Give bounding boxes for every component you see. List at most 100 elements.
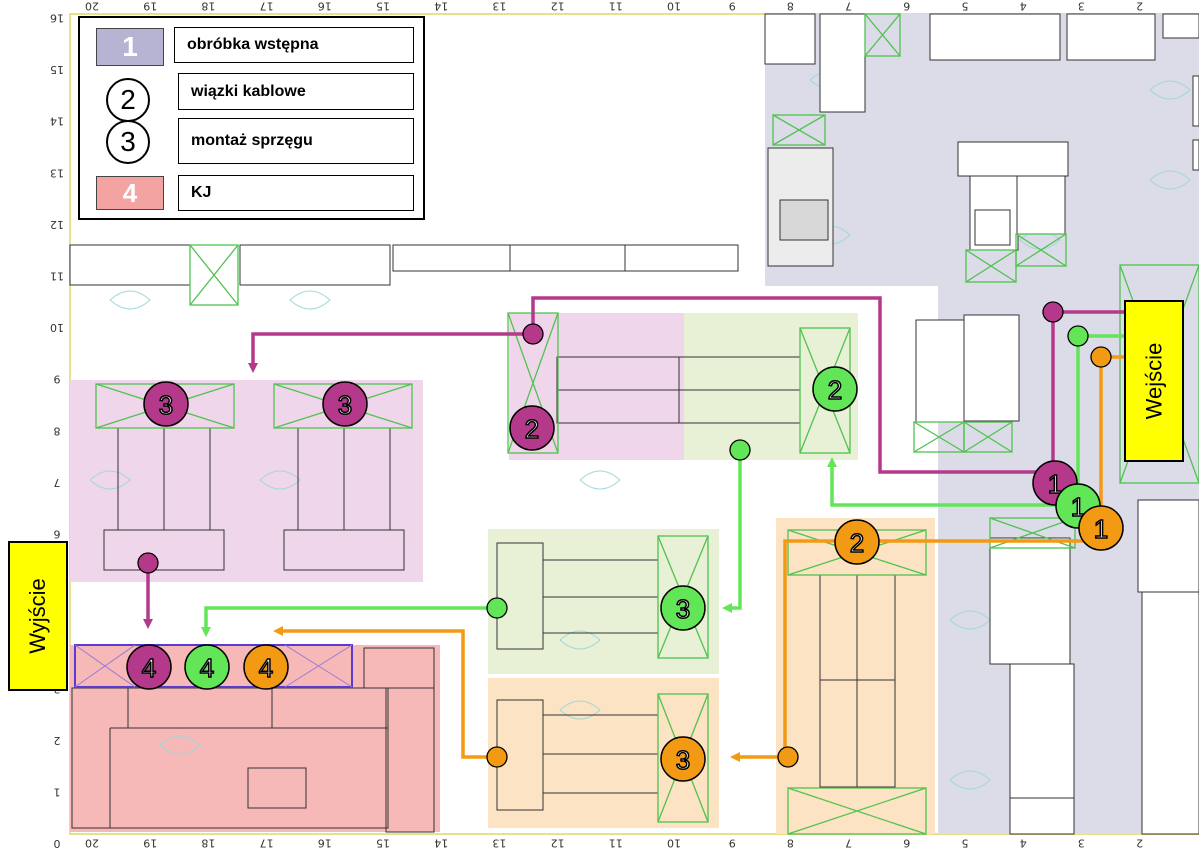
station-2-orange: 2 — [834, 519, 880, 565]
svg-text:3: 3 — [676, 594, 690, 624]
svg-text:1: 1 — [1071, 492, 1085, 522]
legend-num-1: 1 — [122, 31, 138, 62]
legend-swatch-4: 4 — [96, 176, 164, 210]
svg-text:1: 1 — [1048, 469, 1062, 499]
station-4-green: 4 — [184, 644, 230, 690]
top-tick-16: 16 — [318, 0, 332, 13]
dot-green-coupler — [486, 597, 508, 619]
exit-label: Wyjście — [25, 578, 50, 654]
station-3-orange: 3 — [660, 736, 706, 782]
bottom-tick-13: 13 — [492, 837, 506, 850]
flow-orange — [273, 355, 1125, 762]
top-tick-20: 20 — [85, 0, 99, 13]
left-tick-16: 16 — [50, 12, 64, 25]
bottom-tick-15: 15 — [376, 837, 390, 850]
top-tick-9: 9 — [729, 0, 736, 13]
legend-label-2: wiązki kablowe — [178, 73, 414, 110]
bottom-tick-3: 3 — [1078, 837, 1085, 850]
top-tick-13: 13 — [492, 0, 506, 13]
bottom-tick-10: 10 — [667, 837, 681, 850]
bottom-tick-16: 16 — [318, 837, 332, 850]
top-tick-14: 14 — [434, 0, 448, 13]
top-tick-12: 12 — [551, 0, 565, 13]
entrance-label: Wejście — [1141, 342, 1166, 420]
left-tick-1: 1 — [54, 786, 61, 799]
left-tick-2: 2 — [54, 734, 61, 747]
dot-orange-coupler — [486, 746, 508, 768]
bottom-tick-5: 5 — [962, 837, 969, 850]
top-tick-4: 4 — [1020, 0, 1027, 13]
top-tick-2: 2 — [1136, 0, 1143, 13]
svg-text:2: 2 — [525, 414, 539, 444]
top-tick-5: 5 — [962, 0, 969, 13]
entrance-sign: Wejście — [1124, 300, 1184, 462]
bottom-tick-18: 18 — [201, 837, 215, 850]
svg-text:3: 3 — [676, 745, 690, 775]
bottom-tick-12: 12 — [551, 837, 565, 850]
exit-sign: Wyjście — [8, 541, 68, 691]
svg-text:3: 3 — [159, 390, 173, 420]
station-3-green: 3 — [660, 585, 706, 631]
legend-num-3: 3 — [120, 126, 136, 157]
station-4-orange: 4 — [243, 644, 289, 690]
svg-text:1: 1 — [1094, 514, 1108, 544]
bottom-tick-4: 4 — [1020, 837, 1027, 850]
left-tick-14: 14 — [50, 115, 64, 128]
top-tick-15: 15 — [376, 0, 390, 13]
dot-green-entrance — [1067, 325, 1089, 347]
station-2-magenta: 2 — [509, 405, 555, 451]
left-tick-10: 10 — [50, 321, 64, 334]
dot-orange-entrance — [1090, 346, 1112, 368]
svg-text:4: 4 — [142, 653, 156, 683]
top-tick-7: 7 — [845, 0, 852, 13]
dot-magenta-coupler — [137, 552, 159, 574]
left-tick-13: 13 — [50, 166, 64, 179]
left-tick-15: 15 — [50, 63, 64, 76]
station-1-orange: 1 — [1078, 505, 1124, 551]
legend-label-3: montaż sprzęgu — [178, 118, 414, 164]
top-tick-17: 17 — [260, 0, 274, 13]
station-markers: 1 1 1 2 2 2 3 3 3 3 4 4 4 — [126, 366, 1124, 782]
top-tick-8: 8 — [787, 0, 794, 13]
legend-num-4: 4 — [122, 177, 138, 208]
bottom-tick-11: 11 — [609, 837, 623, 850]
legend: 1 obróbka wstępna 2 wiązki kablowe 3 mon… — [78, 16, 425, 220]
left-tick-0: 0 — [54, 837, 61, 850]
left-tick-8: 8 — [54, 424, 61, 437]
legend-num-2: 2 — [120, 84, 136, 115]
flow-magenta — [143, 296, 1125, 629]
left-tick-11: 11 — [50, 270, 64, 283]
svg-text:4: 4 — [200, 653, 214, 683]
left-tick-12: 12 — [50, 218, 64, 231]
dot-magenta-entrance — [1042, 301, 1064, 323]
top-tick-18: 18 — [201, 0, 215, 13]
svg-text:4: 4 — [259, 653, 273, 683]
top-tick-3: 3 — [1078, 0, 1085, 13]
legend-label-4: KJ — [178, 175, 414, 211]
top-tick-6: 6 — [903, 0, 910, 13]
station-2-green: 2 — [812, 366, 858, 412]
connector-dots — [137, 301, 1112, 768]
bottom-tick-8: 8 — [787, 837, 794, 850]
station-4-magenta: 4 — [126, 644, 172, 690]
station-3-magenta-right: 3 — [322, 381, 368, 427]
dot-magenta-harness — [522, 323, 544, 345]
bottom-tick-7: 7 — [845, 837, 852, 850]
legend-label-1: obróbka wstępna — [174, 27, 414, 63]
left-tick-9: 9 — [54, 373, 61, 386]
bottom-tick-9: 9 — [729, 837, 736, 850]
top-tick-11: 11 — [609, 0, 623, 13]
legend-swatch-1: 1 — [96, 28, 164, 66]
left-tick-6: 6 — [54, 528, 61, 541]
top-tick-10: 10 — [667, 0, 681, 13]
svg-text:2: 2 — [850, 528, 864, 558]
flow-green — [201, 334, 1125, 637]
dot-orange-harness — [777, 746, 799, 768]
bottom-tick-19: 19 — [143, 837, 157, 850]
legend-swatch-3: 3 — [106, 120, 150, 164]
bottom-tick-20: 20 — [85, 837, 99, 850]
bottom-tick-17: 17 — [260, 837, 274, 850]
station-3-magenta-left: 3 — [143, 381, 189, 427]
